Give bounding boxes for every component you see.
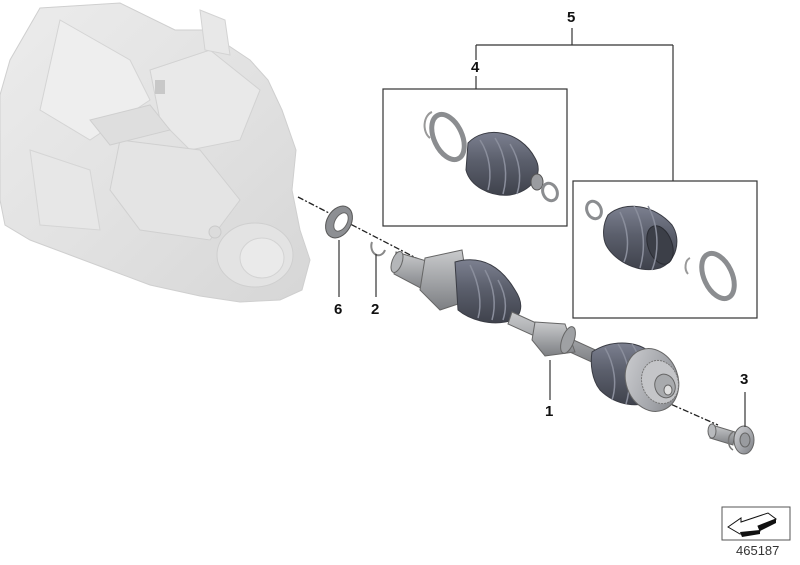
arrow-navigation-icon[interactable] [721,506,791,541]
callout-5[interactable]: 5 [567,9,576,26]
kit-5-box [572,180,758,319]
shaft-seal-part [325,205,353,239]
callout-2[interactable]: 2 [371,301,380,318]
circlip-part [370,241,386,257]
diagram-number: 465187 [736,543,780,558]
kit-4-box [382,88,568,227]
callout-1[interactable]: 1 [545,403,554,420]
callout-3[interactable]: 3 [740,371,749,388]
transmission-illustration [0,2,311,303]
hub-bolt-part [707,423,755,455]
kit-5-bracket [475,28,674,181]
drive-shaft-part [390,249,680,412]
callout-6[interactable]: 6 [334,301,343,318]
kit-4-contents [423,111,559,203]
axis-line [297,196,421,261]
kit-5-contents [585,199,737,302]
callout-4[interactable]: 4 [471,59,480,76]
leader-lines [338,240,746,427]
